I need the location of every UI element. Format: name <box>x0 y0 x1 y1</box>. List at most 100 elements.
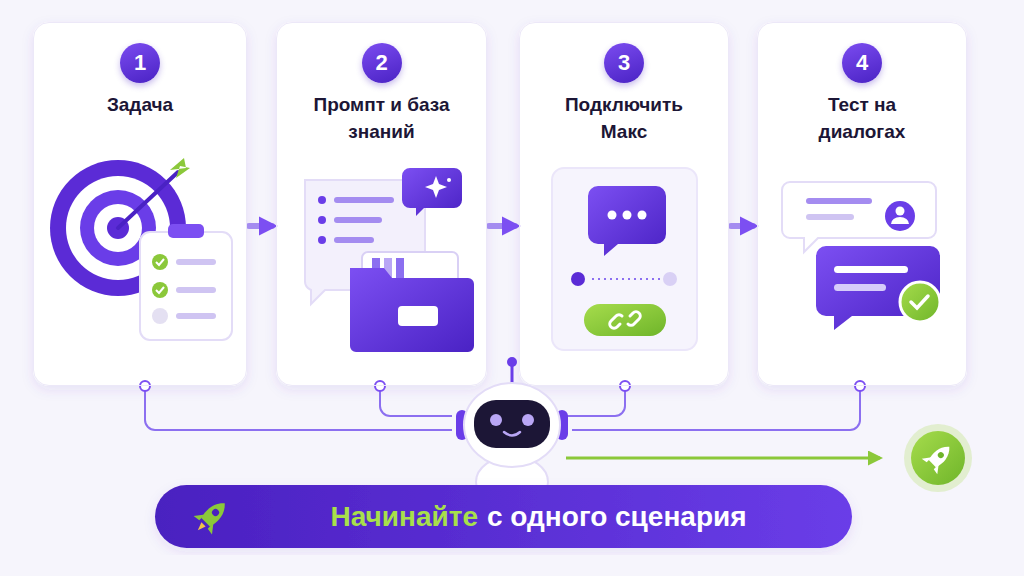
banner-ground <box>211 508 221 518</box>
robot-wire <box>562 386 625 416</box>
connect-panel <box>588 186 666 256</box>
checklist-icon <box>140 232 232 340</box>
prompt-icon <box>318 216 326 224</box>
prompt-icon <box>318 236 326 244</box>
launch-arrow <box>922 439 957 474</box>
connect-panel <box>610 312 640 328</box>
dialog-icon <box>911 296 928 308</box>
robot-wire <box>380 386 452 416</box>
dialog-icon <box>900 282 940 322</box>
step-number: 4 <box>842 43 882 83</box>
robot-figure <box>490 414 502 426</box>
connect-panel <box>584 304 666 336</box>
card-ground <box>33 22 247 386</box>
prompt-icon <box>425 176 447 198</box>
connect-panel <box>610 315 622 329</box>
prompt-icon <box>318 196 326 204</box>
banner-ground <box>200 498 230 528</box>
step-number: 2 <box>362 43 402 83</box>
step-card: 2Промпт и база знаний <box>276 22 487 386</box>
robot-figure <box>511 366 514 384</box>
checklist-icon <box>156 287 164 293</box>
banner-text: Начинайте <box>330 501 478 533</box>
prompt-icon <box>402 168 462 216</box>
folder-icon <box>398 306 438 326</box>
banner-ground <box>196 522 206 532</box>
banner-box: Начинайте с одного сценария <box>155 485 852 548</box>
card-ground <box>757 22 967 386</box>
dialog-icon <box>782 182 936 252</box>
card-ground <box>519 22 729 386</box>
launch-arrow <box>928 442 954 468</box>
dialog-icon <box>806 214 854 220</box>
wire-dot <box>140 381 150 391</box>
checklist-icon <box>152 282 168 298</box>
dialog-icon <box>891 217 909 224</box>
dialog-icon <box>782 182 940 330</box>
connect-panel <box>552 168 697 350</box>
step-number: 1 <box>120 43 160 83</box>
step-number: 3 <box>604 43 644 83</box>
launch-arrow <box>904 424 972 492</box>
launch-arrow <box>937 451 945 459</box>
robot-figure <box>504 432 520 436</box>
dialog-icon <box>896 207 905 216</box>
checklist-icon <box>152 308 168 324</box>
robot-figure <box>474 400 550 448</box>
robot-figure <box>507 357 517 367</box>
checklist-icon <box>176 259 216 265</box>
robot-wire <box>572 386 860 430</box>
prompt-icon <box>447 178 451 182</box>
banner-text: с одного сценария <box>487 501 747 533</box>
prompt-icon <box>334 237 374 243</box>
dialog-icon <box>885 201 915 231</box>
banner-ground <box>155 485 852 548</box>
robot-figure <box>464 383 560 467</box>
connect-panel <box>663 272 677 286</box>
dialog-icon <box>816 246 940 330</box>
flow-arrow <box>489 223 515 229</box>
connect-panel <box>628 312 640 326</box>
card-ground <box>276 22 487 386</box>
step-card: 4Тест на диалогах <box>757 22 967 386</box>
card-ground <box>33 22 967 386</box>
checklist-icon <box>140 224 232 340</box>
step-card: 1Задача <box>33 22 247 386</box>
dialog-icon <box>806 198 872 204</box>
launch-arrow <box>566 424 972 492</box>
connect-panel <box>592 278 662 280</box>
launch-arrow <box>911 431 965 485</box>
checklist-icon <box>176 287 216 293</box>
folder-icon <box>350 268 474 352</box>
wire-dot <box>620 381 630 391</box>
banner-ground <box>189 494 234 539</box>
prompt-icon <box>334 197 394 203</box>
folder-icon <box>350 252 474 352</box>
step-title: Подключить Макс <box>554 91 694 145</box>
step-title: Тест на диалогах <box>792 91 932 145</box>
dialog-icon <box>834 284 886 291</box>
checklist-icon <box>176 313 216 319</box>
robot-wire <box>145 386 452 430</box>
connect-panel <box>571 272 585 286</box>
connect-panel <box>608 211 617 220</box>
flow-arrow <box>249 223 272 229</box>
launch-arrow <box>566 457 880 460</box>
wire-dot <box>855 381 865 391</box>
connect-panel <box>638 211 647 220</box>
prompt-icon <box>334 217 382 223</box>
checklist-icon <box>168 224 204 238</box>
dialog-icon <box>834 266 908 273</box>
banner-ground <box>155 485 852 548</box>
robot-figure <box>522 414 534 426</box>
connect-panel <box>623 211 632 220</box>
checklist-icon <box>152 254 168 270</box>
target-icon <box>170 158 190 178</box>
target-icon <box>118 172 178 228</box>
step-card: 3Подключить Макс <box>519 22 729 386</box>
flow-arrow <box>731 223 753 229</box>
step-title: Задача <box>107 91 173 118</box>
